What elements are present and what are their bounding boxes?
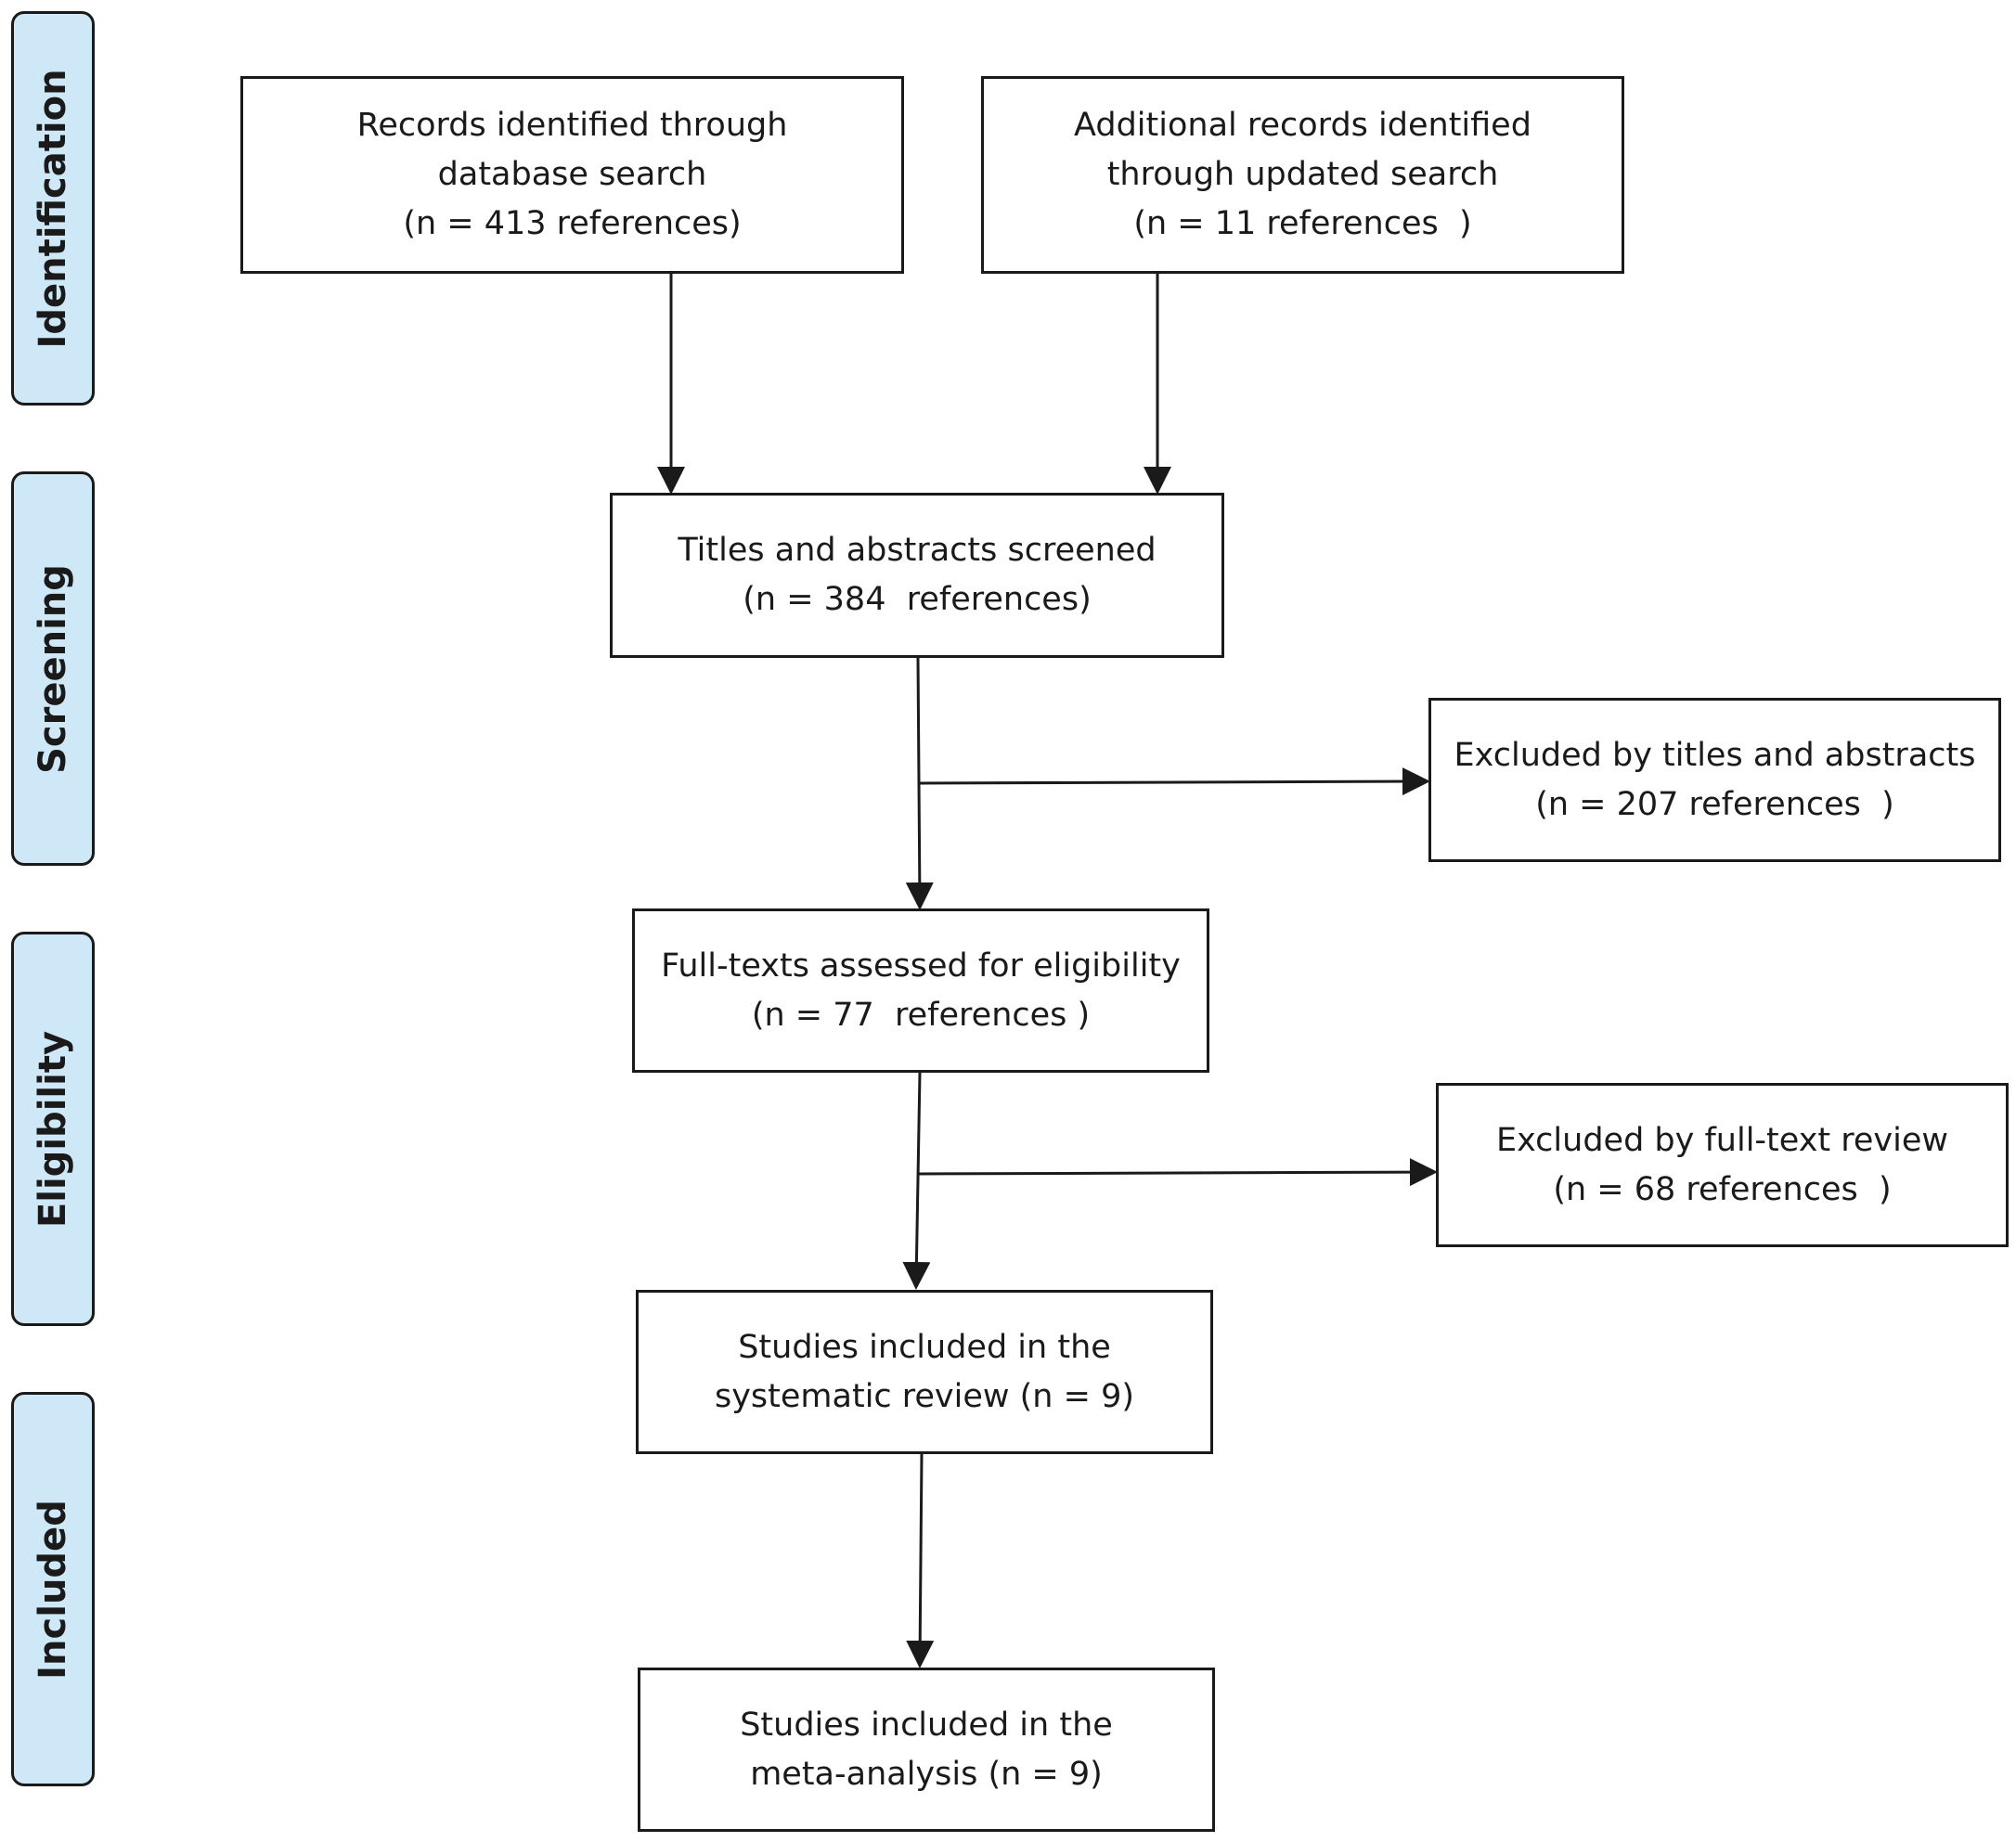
box-systematic-review: Studies included in the systematic review… (636, 1290, 1213, 1454)
box-systematic-review-text: Studies included in the systematic review… (715, 1323, 1134, 1422)
box-line: Excluded by full-text review (1495, 1121, 1949, 1159)
stage-included: Included (11, 1392, 95, 1786)
box-line: Full-texts assessed for eligibility (661, 947, 1181, 985)
box-excluded-titles-text: Excluded by titles and abstracts (n = 207… (1454, 731, 1976, 830)
box-line: Records identified through (356, 107, 788, 144)
box-database-search: Records identified through database searc… (240, 76, 904, 274)
box-excluded-fulltext: Excluded by full-text review (n = 68 refe… (1436, 1083, 2009, 1247)
box-line: Studies included in the (738, 1328, 1111, 1366)
box-database-search-text: Records identified through database searc… (357, 101, 788, 249)
box-line: Studies included in the (740, 1706, 1113, 1744)
box-excluded-titles: Excluded by titles and abstracts (n = 207… (1428, 698, 2001, 862)
box-line: Excluded by titles and abstracts (1454, 736, 1976, 774)
arrow-fulltexts-to-excluded (917, 1158, 1438, 1187)
box-excluded-fulltext-text: Excluded by full-text review (n = 68 refe… (1496, 1116, 1948, 1215)
box-line: (n = 68 references ) (1553, 1170, 1892, 1208)
box-meta-analysis: Studies included in the meta-analysis (n … (638, 1668, 1215, 1832)
arrow-review-to-meta (906, 1453, 935, 1668)
box-line: (n = 413 references) (403, 205, 742, 242)
box-meta-analysis-text: Studies included in the meta-analysis (n … (740, 1701, 1113, 1799)
box-updated-search-text: Additional records identified through upd… (1074, 101, 1531, 249)
box-line: meta-analysis (n = 9) (750, 1755, 1103, 1793)
arrow-screened-to-fulltexts (905, 657, 934, 910)
box-line: database search (437, 156, 707, 193)
box-line: Additional records identified (1074, 107, 1531, 144)
box-screened-text: Titles and abstracts screened (n = 384 re… (678, 526, 1156, 625)
stage-identification: Identification (11, 11, 95, 406)
arrow-fulltexts-to-review (902, 1072, 931, 1290)
box-updated-search: Additional records identified through upd… (981, 76, 1624, 274)
box-line: through updated search (1106, 156, 1499, 193)
box-full-texts-text: Full-texts assessed for eligibility (n = … (661, 942, 1181, 1040)
box-line: (n = 11 references ) (1133, 205, 1472, 242)
box-line: (n = 207 references ) (1535, 785, 1894, 823)
box-screened: Titles and abstracts screened (n = 384 re… (610, 493, 1224, 658)
box-line: (n = 384 references) (743, 581, 1092, 618)
stage-eligibility: Eligibility (11, 932, 95, 1326)
stage-screening: Screening (11, 471, 95, 866)
box-full-texts: Full-texts assessed for eligibility (n = … (632, 908, 1209, 1073)
box-line: systematic review (n = 9) (714, 1377, 1134, 1415)
arrow-screened-to-excluded (919, 767, 1430, 796)
box-line: Titles and abstracts screened (678, 532, 1157, 569)
box-line: (n = 77 references ) (751, 996, 1091, 1034)
